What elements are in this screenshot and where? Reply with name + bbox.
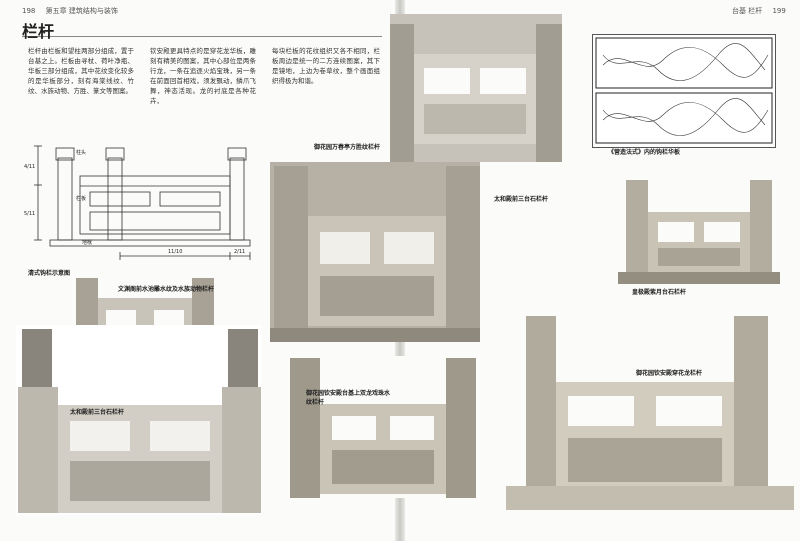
caption-qinan-dragon: 御花园钦安殿穿花龙栏杆 xyxy=(636,370,703,377)
caption-water-balustrade: 文渊阁前水池雕水纹及水族动物栏杆 xyxy=(118,286,215,293)
diagram-label-ratio-a: 11/10 xyxy=(168,249,182,255)
ink-drawing-panels-image xyxy=(593,35,775,147)
page-title: 栏杆 xyxy=(22,22,55,41)
photo-huangji-balustrade-image xyxy=(618,176,780,284)
paragraph-3: 每块栏板的花纹组织又各不相同，栏板周边是统一的二方连续图案，其下是镜地，上边为卷… xyxy=(272,47,380,85)
left-page: 198 第五章 建筑结构与装饰 栏杆 栏杆由栏板和望柱两部分组成，置于台基之上。… xyxy=(0,0,398,541)
photo-taihe-left xyxy=(16,325,261,515)
diagram-label-height-b: 5/11 xyxy=(24,211,35,217)
balustrade-diagram-drawing: 4/11 5/11 柱头 栏板 地栿 11/10 2/11 xyxy=(24,145,251,260)
photo-taihe-left-image xyxy=(16,325,261,515)
right-page: 台基 栏杆 199 御花园万春亭方胜纹栏杆 xyxy=(270,0,800,541)
caption-huangji-balustrade: 皇极殿紫月台石栏杆 xyxy=(632,289,687,296)
right-running-head: 台基 栏杆 xyxy=(732,7,763,15)
ink-drawing-panels xyxy=(592,34,776,148)
photo-qinan-dragon-balustrade-image xyxy=(506,310,794,510)
diagram-label-ratio-b: 2/11 xyxy=(234,249,245,255)
balustrade-diagram: 4/11 5/11 柱头 栏板 地栿 11/10 2/11 xyxy=(20,140,265,265)
paragraph-1: 栏杆由栏板和望柱两部分组成，置于台基之上。栏板由寻杖、荷叶净瓶、华板三部分组成，… xyxy=(28,47,134,95)
photo-qinan-base-balustrade-image xyxy=(280,356,486,498)
photo-taihe-center-image xyxy=(270,162,480,342)
left-running-head: 第五章 建筑结构与装饰 xyxy=(45,7,118,15)
photo-garden-balustrade-image xyxy=(390,14,562,162)
diagram-caption: 清式钩栏示意图 xyxy=(28,270,71,277)
caption-garden-balustrade: 御花园万春亭方胜纹栏杆 xyxy=(314,144,381,151)
photo-taihe-center xyxy=(270,162,480,342)
left-page-header: 198 第五章 建筑结构与装饰 xyxy=(22,6,118,16)
photo-huangji-balustrade xyxy=(618,176,780,284)
paragraph-2: 钦安殿更具特点的是穿花龙华板，雕刻有精美的图案，其中心部位是两条行龙，一条在追逐… xyxy=(150,47,256,105)
photo-qinan-dragon-balustrade xyxy=(506,310,794,510)
diagram-label-panel: 栏板 xyxy=(76,195,86,202)
caption-ink-drawing: 《营造法式》内的钩栏华板 xyxy=(608,149,681,156)
title-rule xyxy=(22,18,382,37)
photo-qinan-base-balustrade xyxy=(280,356,486,498)
right-page-header: 台基 栏杆 199 xyxy=(732,6,786,16)
caption-taihe-left: 太和殿前三台石栏杆 xyxy=(70,409,125,416)
caption-taihe-center: 太和殿前三台石栏杆 xyxy=(494,196,549,203)
left-page-number: 198 xyxy=(22,7,36,15)
photo-garden-balustrade xyxy=(390,14,562,162)
right-page-number: 199 xyxy=(772,7,786,15)
diagram-label-column: 柱头 xyxy=(76,149,86,156)
diagram-label-height-a: 4/11 xyxy=(24,164,35,170)
caption-qinan-base-1: 御花园钦安殿台基上双龙戏珠水纹栏杆 xyxy=(306,389,392,407)
diagram-label-base: 地栿 xyxy=(82,239,92,246)
caption-qinan-base-text: 御花园钦安殿台基上双龙戏珠水纹栏杆 xyxy=(306,390,391,406)
